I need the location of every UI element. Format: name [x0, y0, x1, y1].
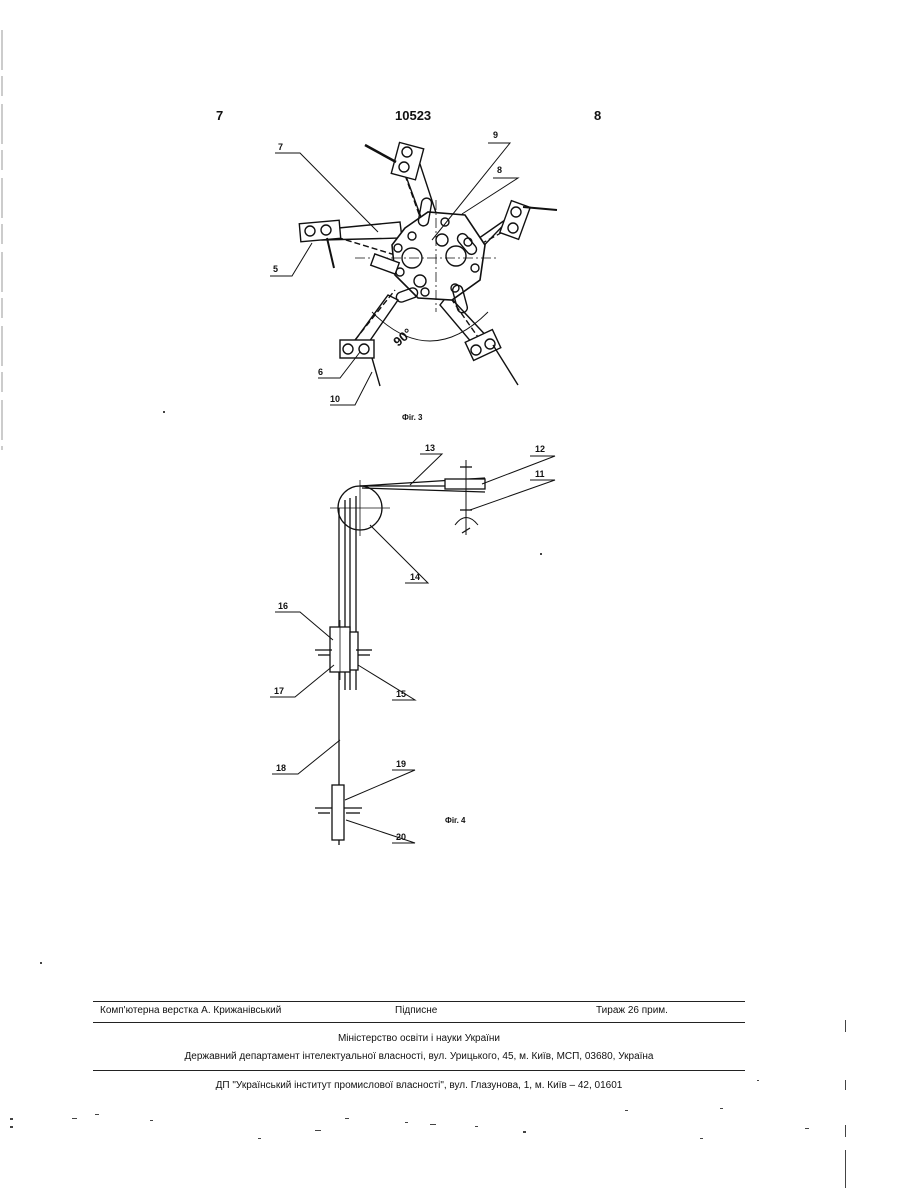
figure-4-caption: Фіг. 4: [445, 816, 466, 825]
fig4-label-12: 12: [535, 444, 545, 454]
fig4-label-11: 11: [535, 469, 545, 479]
footer-circulation: Тираж 26 прим.: [596, 1005, 668, 1016]
figure-4-yarn-path: [315, 460, 485, 845]
fig3-label-5: 5: [273, 264, 278, 274]
fig4-label-17: 17: [274, 686, 284, 696]
footer-typesetting: Комп'ютерна верстка А. Крижанівський: [100, 1005, 281, 1016]
fig4-label-19: 19: [396, 759, 406, 769]
fig3-label-6: 6: [318, 367, 323, 377]
scan-noise: [10, 411, 846, 1188]
angle-label: 90°: [390, 325, 415, 349]
footer-rule-bottom: [93, 1070, 745, 1071]
footer-institute: ДП "Український інститут промислової вла…: [93, 1080, 745, 1091]
fig3-label-10: 10: [330, 394, 340, 404]
footer-department: Державний департамент інтелектуальної вл…: [93, 1051, 745, 1062]
footer-rule-top: [93, 1001, 745, 1002]
figure-3-caption: Фіг. 3: [402, 413, 423, 422]
fig4-label-15: 15: [396, 689, 406, 699]
footer-ministry: Міністерство освіти і науки України: [93, 1033, 745, 1044]
fig4-label-16: 16: [278, 601, 288, 611]
fig4-label-20: 20: [396, 832, 406, 842]
fig3-label-7: 7: [278, 142, 283, 152]
fig3-label-9: 9: [493, 130, 498, 140]
figure-3-mechanism: [299, 142, 557, 386]
footer-rule-mid: [93, 1022, 745, 1023]
fig4-label-18: 18: [276, 763, 286, 773]
fig4-label-14: 14: [410, 572, 420, 582]
figure-4-leaders: [270, 454, 555, 843]
fig4-label-13: 13: [425, 443, 435, 453]
footer-signed: Підписне: [395, 1005, 437, 1016]
fig3-label-8: 8: [497, 165, 502, 175]
